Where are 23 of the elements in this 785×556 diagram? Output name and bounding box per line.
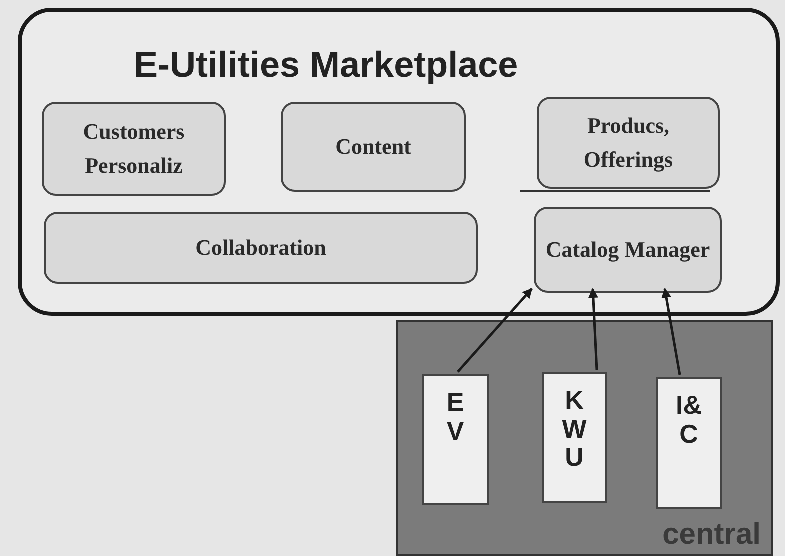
- division-label: EV: [446, 388, 466, 448]
- division-box: [656, 377, 722, 509]
- division-box: [422, 374, 489, 505]
- division-label: I&C: [676, 391, 702, 451]
- arrow: [457, 288, 533, 373]
- module-box: [281, 102, 466, 192]
- division-box: [542, 372, 607, 503]
- module-label: Producs, Offerings: [582, 112, 674, 174]
- panel-label: central: [662, 520, 761, 550]
- module-box: [42, 102, 226, 196]
- module-label: Content: [336, 133, 412, 161]
- arrow: [662, 288, 682, 376]
- marketplace-panel: [18, 8, 780, 316]
- module-label: Customers Personaliz: [82, 118, 186, 180]
- module-label: Catalog Manager: [546, 236, 710, 264]
- division-label: KWU: [562, 386, 588, 474]
- panel-title: E-Utilities Marketplace: [134, 43, 518, 87]
- module-box: [534, 207, 722, 293]
- module-label: Collaboration: [196, 234, 326, 262]
- central-panel: [396, 320, 773, 556]
- module-box: [537, 97, 720, 189]
- arrow: [588, 288, 598, 370]
- module-box: [44, 212, 478, 284]
